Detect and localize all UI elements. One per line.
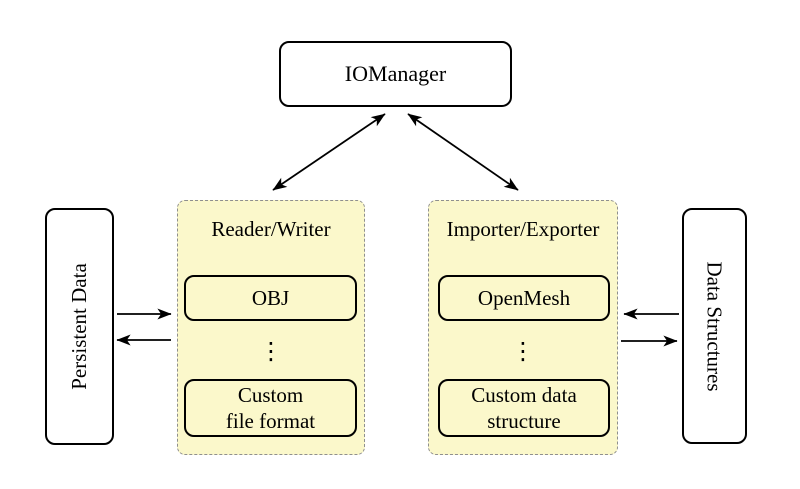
arrow-iomanager-importerexporter: [407, 113, 519, 191]
custom-data-structure-line1: Custom data: [471, 383, 577, 407]
importer-exporter-group: Importer/Exporter OpenMesh ⋮ Custom data…: [428, 200, 618, 455]
reader-writer-group: Reader/Writer OBJ ⋮ Custom file format: [177, 200, 365, 455]
reader-writer-title: Reader/Writer: [211, 217, 331, 241]
iomanager-label: IOManager: [344, 61, 447, 86]
custom-file-format-box: Custom file format: [184, 379, 357, 437]
openmesh-box: OpenMesh: [438, 275, 610, 321]
custom-data-structure-box: Custom data structure: [438, 379, 610, 437]
persistent-data-box: Persistent Data: [45, 208, 114, 445]
obj-box: OBJ: [184, 275, 357, 321]
custom-file-format-line2: file format: [225, 409, 316, 433]
vertical-ellipsis-icon: ⋮: [511, 337, 535, 365]
data-structures-label: Data Structures: [703, 260, 728, 392]
iomanager-box: IOManager: [279, 41, 512, 107]
obj-label: OBJ: [251, 286, 290, 310]
custom-data-structure-line2: structure: [487, 409, 561, 433]
importer-exporter-title: Importer/Exporter: [446, 217, 600, 241]
arrow-iomanager-readerwriter: [272, 113, 386, 191]
data-structures-box: Data Structures: [682, 208, 747, 444]
openmesh-label: OpenMesh: [477, 286, 571, 310]
vertical-ellipsis-icon: ⋮: [259, 337, 283, 365]
custom-file-format-line1: Custom: [237, 383, 304, 407]
persistent-data-label: Persistent Data: [67, 263, 91, 390]
